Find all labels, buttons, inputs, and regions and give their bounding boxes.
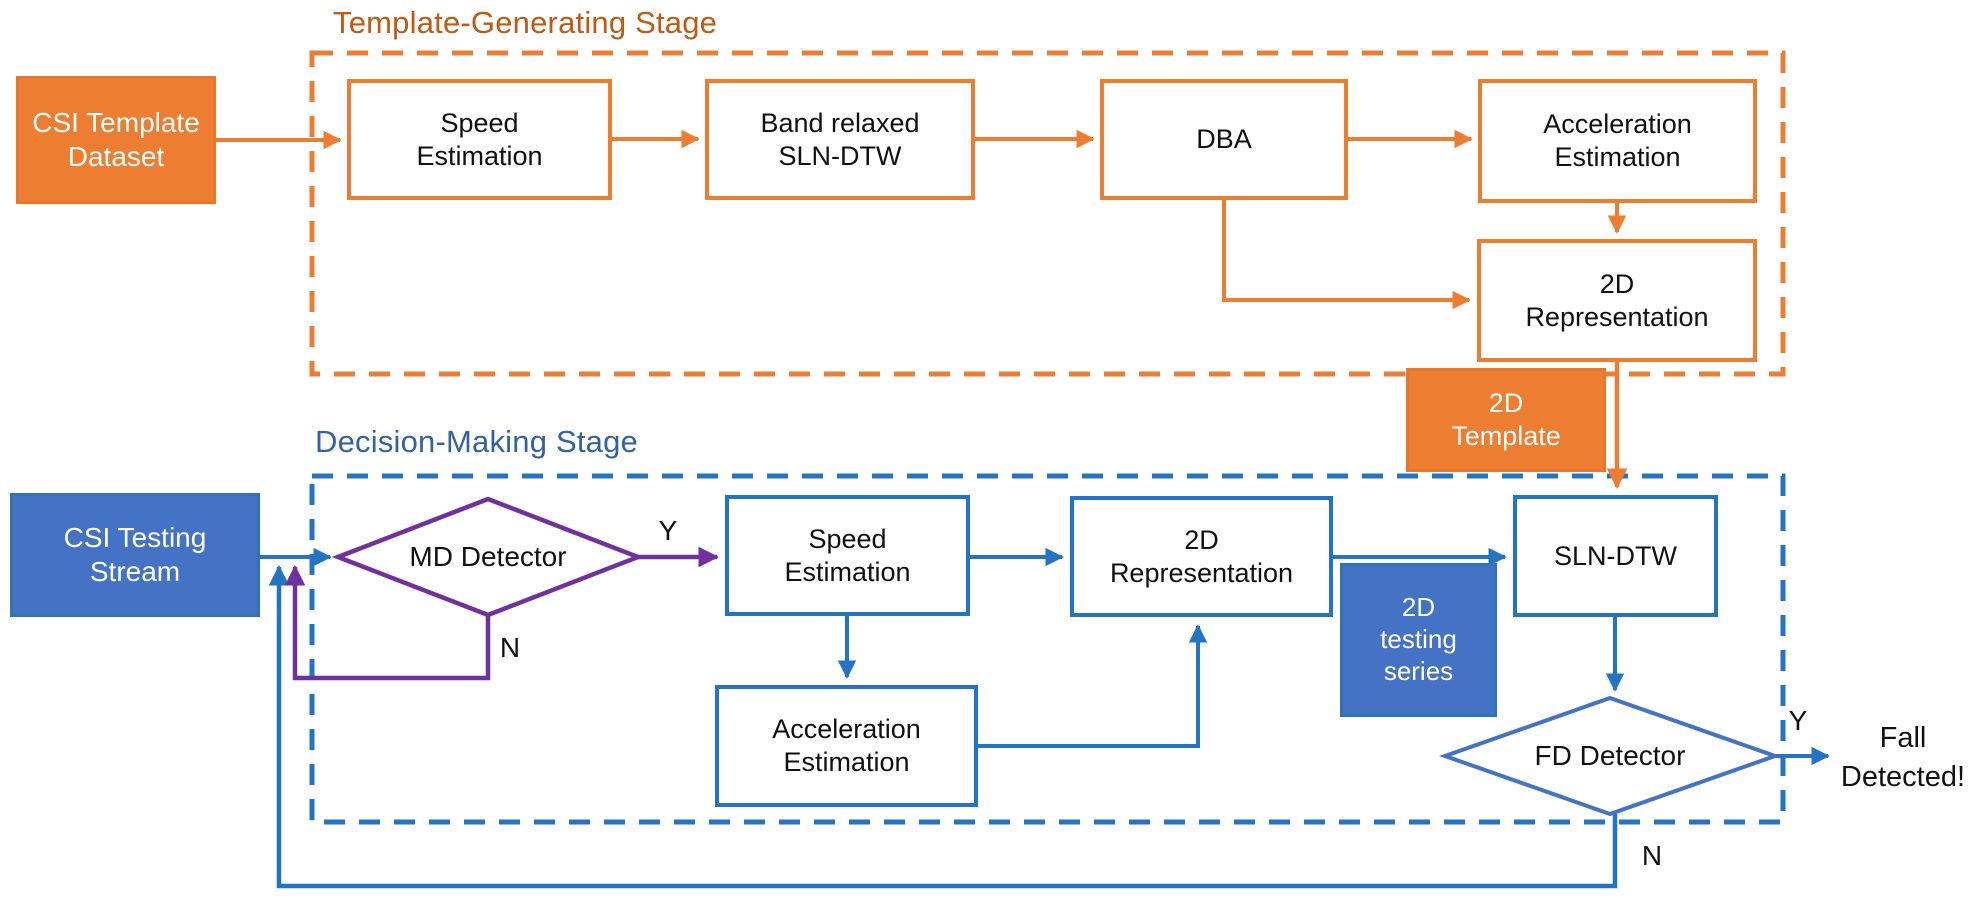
md-detector-label: MD Detector [409, 541, 567, 572]
fd-detector-diamond [1438, 695, 1782, 817]
decision-stage-title: Decision-Making Stage [315, 424, 638, 459]
arrow-dba-to-2drep-elbow [1222, 200, 1471, 310]
node-speed-estimation-decision: Speed Estimation [725, 495, 970, 616]
2d-testing-series-label: 2D testing series [1380, 592, 1457, 686]
sln-dtw-label: SLN-DTW [1554, 540, 1677, 571]
arrow-acceleration-to-2drep-elbow [978, 624, 1208, 748]
node-csi-template-dataset: CSI Template Dataset [16, 76, 216, 204]
decision-stage-boundary [309, 473, 1786, 825]
md-yes-label: Y [658, 515, 678, 547]
node-dba: DBA [1100, 79, 1348, 200]
fd-detector-label: FD Detector [1534, 740, 1686, 771]
node-acceleration-estimation-template: Acceleration Estimation [1478, 79, 1757, 203]
node-acceleration-estimation-decision: Acceleration Estimation [715, 685, 978, 807]
md-no-label: N [499, 632, 521, 664]
acceleration-estimation-decision-label: Acceleration Estimation [772, 714, 921, 777]
arrow-md-no-loopback [284, 564, 491, 681]
2d-template-label: 2D Template [1451, 388, 1561, 451]
node-2d-template: 2D Template [1406, 368, 1606, 472]
speed-estimation-template-label: Speed Estimation [416, 107, 543, 171]
template-stage-title: Template-Generating Stage [333, 5, 718, 40]
node-speed-estimation-template: Speed Estimation [347, 79, 612, 200]
template-stage-boundary [309, 50, 1786, 377]
node-band-relaxed-sln-dtw: Band relaxed SLN-DTW [705, 79, 975, 200]
csi-testing-stream-label: CSI Testing Stream [63, 521, 207, 587]
arrow-fd-no-loopback [268, 564, 1618, 889]
dba-label: DBA [1196, 124, 1252, 155]
node-csi-testing-stream: CSI Testing Stream [10, 493, 260, 617]
node-2d-testing-series: 2D testing series [1340, 563, 1497, 717]
node-2d-representation-template: 2D Representation [1477, 239, 1757, 362]
node-sln-dtw: SLN-DTW [1513, 495, 1718, 617]
2d-representation-template-label: 2D Representation [1525, 268, 1709, 332]
band-relaxed-sln-dtw-label: Band relaxed SLN-DTW [760, 107, 920, 171]
speed-estimation-decision-label: Speed Estimation [784, 523, 911, 587]
csi-template-dataset-label: CSI Template Dataset [32, 106, 200, 172]
2d-representation-decision-label: 2D Representation [1109, 524, 1294, 588]
fd-yes-label: Y [1788, 705, 1808, 737]
md-detector-diamond [331, 496, 645, 618]
fall-detected-label: Fall Detected! [1840, 721, 1966, 793]
acceleration-estimation-template-label: Acceleration Estimation [1543, 109, 1692, 172]
node-2d-representation-decision: 2D Representation [1070, 496, 1333, 617]
fd-no-label: N [1641, 840, 1663, 872]
